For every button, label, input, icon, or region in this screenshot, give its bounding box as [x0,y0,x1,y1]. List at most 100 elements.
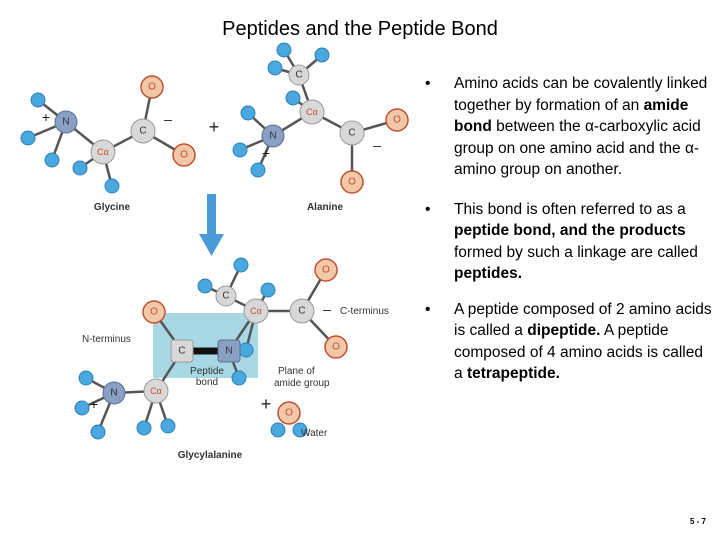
atom-label: O [322,265,330,276]
atom-label: C [295,70,302,81]
atom-label: O [285,408,293,419]
peptide-bond-label: Peptide [190,366,224,377]
hydrogen-atom [276,42,292,58]
slide-title: Peptides and the Peptide Bond [222,18,498,40]
oxygen-atom [172,143,196,167]
minus-charge: – [323,301,331,317]
hydrogen-atom [233,257,249,273]
peptide-bond-label: bond [196,377,218,388]
hydrogen-atom [267,60,283,76]
plus-sign: + [209,117,220,137]
slide-number: 5 - 7 [689,517,706,526]
carboxyl-carbon-atom [130,118,156,144]
plus-sign: + [261,394,272,414]
atom-label: N [269,131,276,142]
oxygen-atom [314,258,338,282]
hydrogen-atom [104,178,120,194]
atom-label: C [348,128,355,139]
hydrogen-atom [74,400,90,416]
oxygen-atom [140,75,164,99]
oxygen-atom [324,335,348,359]
hydrogen-atom [160,418,176,434]
bullet-marker: • [425,300,431,318]
hydrogen-atom [232,142,248,158]
bullet-text: Amino acids can be covalently linked tog… [454,75,708,178]
bullet-item: • This bond is often referred to as a pe… [422,199,714,285]
alpha-carbon-atom [143,378,169,404]
glycine-label: Glycine [94,202,131,213]
charges: + – + + – – + + [42,109,381,414]
atom-label: C [178,346,185,357]
hydrogen-atom [292,422,308,438]
bullet-item: • Amino acids can be covalently linked t… [422,73,714,181]
hydrogen-atom [250,162,266,178]
hydrogen-atom [30,92,46,108]
figure-labels: Glycine Alanine N-terminus C-terminus Pe… [82,202,389,461]
amide-carbon-atom [170,339,194,363]
atom-label: N [110,388,117,399]
atom-label: Cα [150,386,162,396]
hydrogen-atom [231,370,247,386]
molecule-diagram: N N N N C C C C C C Cα Cα Cα Cα O O O [20,42,409,461]
carboxyl-carbon-atom [339,120,365,146]
hydrogen-atom [238,342,254,358]
minus-charge: – [164,111,172,127]
hydrogen-atom [72,160,88,176]
alanine-label: Alanine [307,202,344,213]
reaction-arrow [199,194,224,256]
atom-label: O [348,177,356,188]
c-terminus-label: C-terminus [340,306,389,317]
peptide-bond-figure: N N N N C C C C C C Cα Cα Cα Cα O O O [20,42,409,461]
oxygen-atom [340,170,364,194]
methyl-carbon-atom [288,64,310,86]
water-label: Water [301,428,328,439]
atom-label: O [180,150,188,161]
atom-label: Cα [97,147,109,157]
hydrogen-atom [197,278,213,294]
glycylalanine-label: Glycylalanine [178,450,243,461]
bullet-marker: • [425,200,431,218]
hydrogen-atom [136,420,152,436]
hydrogen-atom [285,90,301,106]
alpha-carbon-atom [90,139,116,165]
hydrogen-atom [240,105,256,121]
plane-label: amide group [274,378,330,389]
water-oxygen-atom [277,401,301,425]
atom-label: O [393,115,401,126]
bullet-text: This bond is often referred to as a pept… [454,200,698,283]
plane-label: Plane of [278,366,315,377]
atom-label: O [148,82,156,93]
bullet-item: • A peptide composed of 2 amino acids is… [422,299,714,385]
bullet-marker: • [425,75,431,92]
atom-label: O [150,307,158,318]
atom-label: C [298,306,305,317]
hydrogen-atom [44,152,60,168]
hydrogen-atom [20,130,36,146]
plus-charge: + [262,145,270,161]
nitrogen-atom [261,124,285,148]
bullet-list: • Amino acids can be covalently linked t… [422,73,714,397]
minus-charge: – [373,137,381,153]
oxygen-atom [142,300,166,324]
hydrogen-atom [78,370,94,386]
atom-label: N [225,346,232,357]
nitrogen-atom [102,381,126,405]
atom-letters: N N N N C C C C C C Cα Cα Cα Cα O O O [62,70,401,419]
atom-label: Cα [306,107,318,117]
atom-label: Cα [250,306,262,316]
amide-nitrogen-atom [217,339,241,363]
plus-charge: + [42,109,50,125]
atom-label: O [332,342,340,353]
hydrogen-atom [270,422,286,438]
hydrogen-atom [314,47,330,63]
atom-label: C [222,291,229,302]
bullet-text: A peptide composed of 2 amino acids is c… [454,300,712,383]
alpha-carbon-atom [299,99,325,125]
hydrogen-atom [90,424,106,440]
carboxyl-carbon-atom [289,298,315,324]
oxygen-atom [385,108,409,132]
plus-charge: + [90,396,98,412]
atom-label: N [62,117,69,128]
alpha-carbon-atom [243,298,269,324]
atom-label: C [139,126,146,137]
